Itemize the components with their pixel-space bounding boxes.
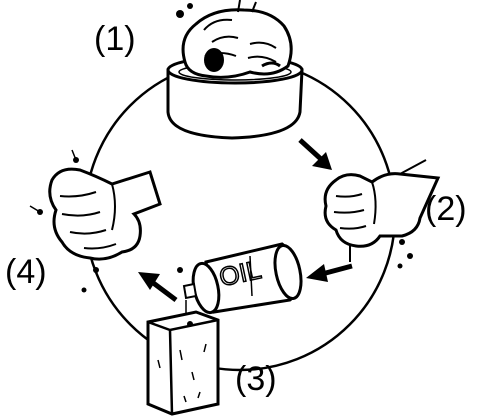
wringing-hand-icon <box>29 149 162 293</box>
carton-icon <box>146 310 220 416</box>
oil-can-icon: OIL <box>182 242 303 315</box>
step-label-2: (2) <box>425 190 467 228</box>
step-label-1: (1) <box>94 20 136 58</box>
step-label-3: (3) <box>235 360 277 398</box>
hand-in-basin-icon <box>166 0 304 140</box>
arrow-icon <box>306 263 353 282</box>
step-label-4: (4) <box>5 253 47 291</box>
squeezing-hand-icon <box>323 159 441 269</box>
arrow-icon <box>138 272 178 302</box>
arrow-icon <box>298 138 332 170</box>
